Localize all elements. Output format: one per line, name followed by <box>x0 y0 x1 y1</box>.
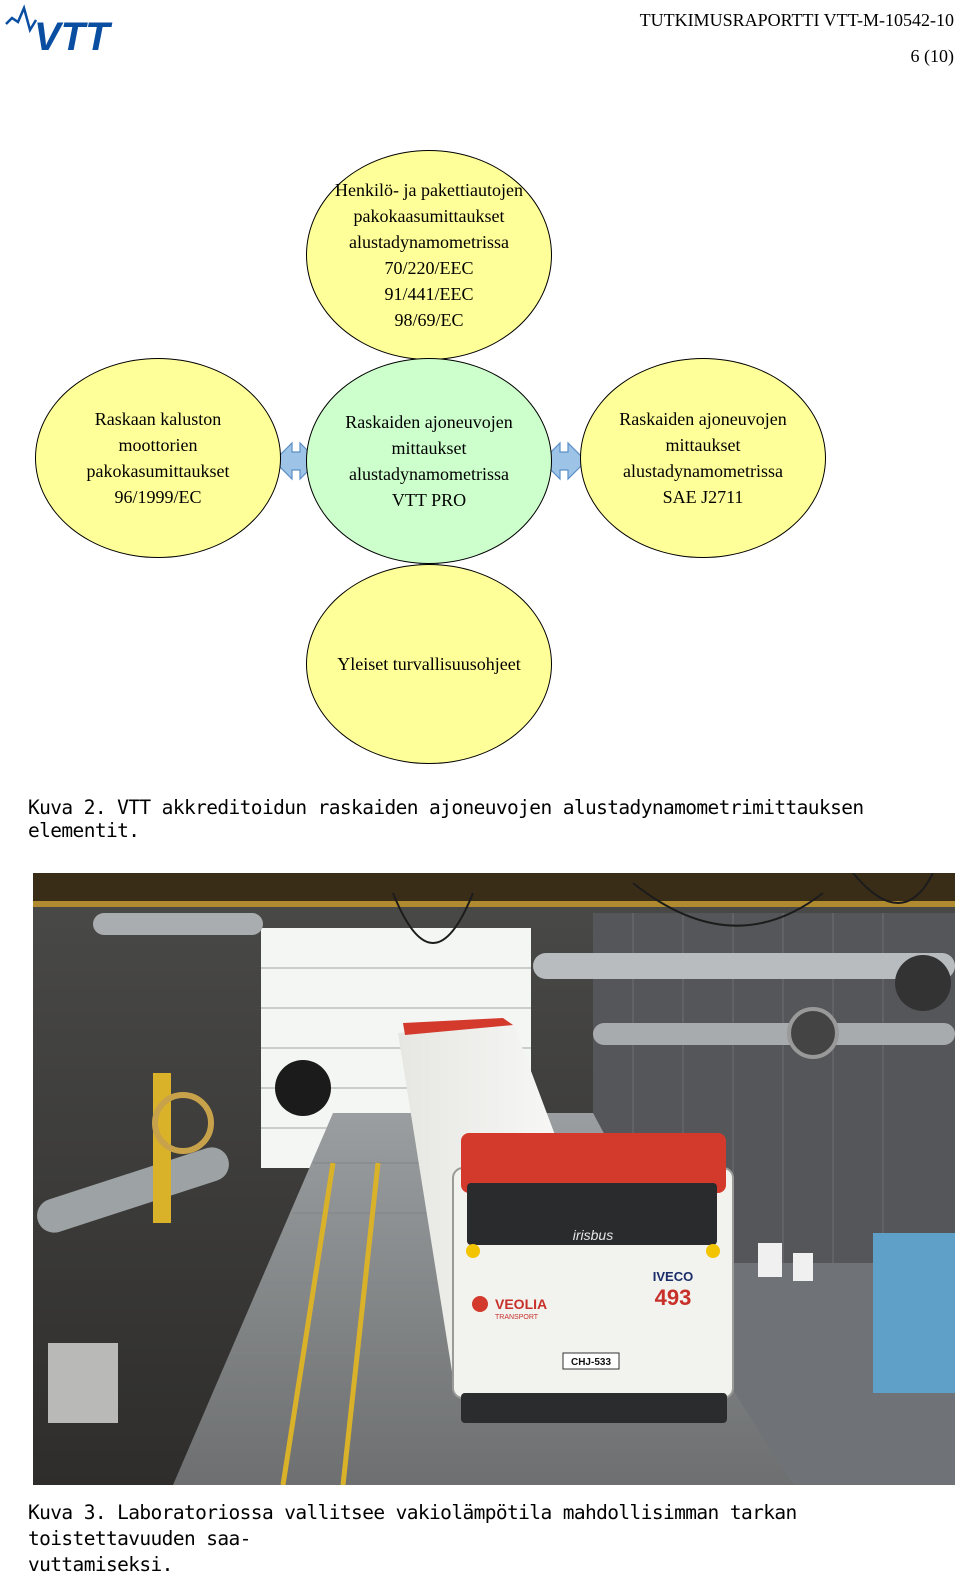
node-line: 96/1999/EC <box>114 484 201 510</box>
bus-number-label: 493 <box>655 1285 692 1310</box>
page-number: 6 (10) <box>911 46 955 67</box>
node-line: Henkilö- ja pakettiautojen <box>335 177 523 203</box>
node-line: 91/441/EEC <box>385 281 474 307</box>
caption-line: vuttamiseksi. <box>28 1552 948 1578</box>
node-line: 98/69/EC <box>394 307 463 333</box>
node-line: alustadynamometrissa <box>349 229 509 255</box>
node-line: pakokasumittaukset <box>87 458 230 484</box>
safety-instructions-node: Yleiset turvallisuusohjeet <box>306 564 552 764</box>
sae-j2711-node: Raskaiden ajoneuvojen mittaukset alustad… <box>580 358 826 558</box>
operator-sub-label: TRANSPORT <box>495 1314 539 1321</box>
node-line: alustadynamometrissa <box>623 458 783 484</box>
node-line: 70/220/EEC <box>385 255 474 281</box>
report-title: TUTKIMUSRAPORTTI VTT-M-10542-10 <box>640 10 954 31</box>
operator-label: VEOLIA <box>495 1296 547 1312</box>
figure-2-caption: Kuva 2. VTT akkreditoidun raskaiden ajon… <box>28 796 960 842</box>
node-line: SAE J2711 <box>663 484 744 510</box>
figure-3-caption: Kuva 3. Laboratoriossa vallitsee vakiolä… <box>28 1500 948 1578</box>
node-line: moottorien <box>119 432 198 458</box>
node-line: Raskaiden ajoneuvojen <box>619 406 786 432</box>
node-line: alustadynamometrissa <box>349 461 509 487</box>
heavy-engine-emissions-node: Raskaan kaluston moottorien pakokasumitt… <box>35 358 281 558</box>
node-line: Raskaiden ajoneuvojen <box>345 409 512 435</box>
passenger-car-emissions-node: Henkilö- ja pakettiautojen pakokaasumitt… <box>306 150 552 360</box>
vtt-pro-node: Raskaiden ajoneuvojen mittaukset alustad… <box>306 358 552 564</box>
elements-diagram: Henkilö- ja pakettiautojen pakokaasumitt… <box>0 150 960 770</box>
node-line: Raskaan kaluston <box>95 406 221 432</box>
bus-maker-label: IVECO <box>653 1269 693 1284</box>
caption-line: Kuva 3. Laboratoriossa vallitsee vakiolä… <box>28 1500 948 1552</box>
node-line: mittaukset <box>666 432 741 458</box>
node-line: pakokaasumittaukset <box>354 203 505 229</box>
bus-brand-label: irisbus <box>573 1227 613 1243</box>
vtt-logo: VTT <box>4 2 156 54</box>
node-line: Yleiset turvallisuusohjeet <box>337 651 520 677</box>
node-line: VTT PRO <box>392 487 466 513</box>
laboratory-photo: irisbus IVECO 493 VEOLIA TRANSPORT CHJ-5… <box>33 873 955 1485</box>
license-plate: CHJ-533 <box>571 1357 611 1368</box>
logo-text: VTT <box>34 15 113 54</box>
veolia-logo-icon <box>472 1296 488 1312</box>
node-line: mittaukset <box>392 435 467 461</box>
